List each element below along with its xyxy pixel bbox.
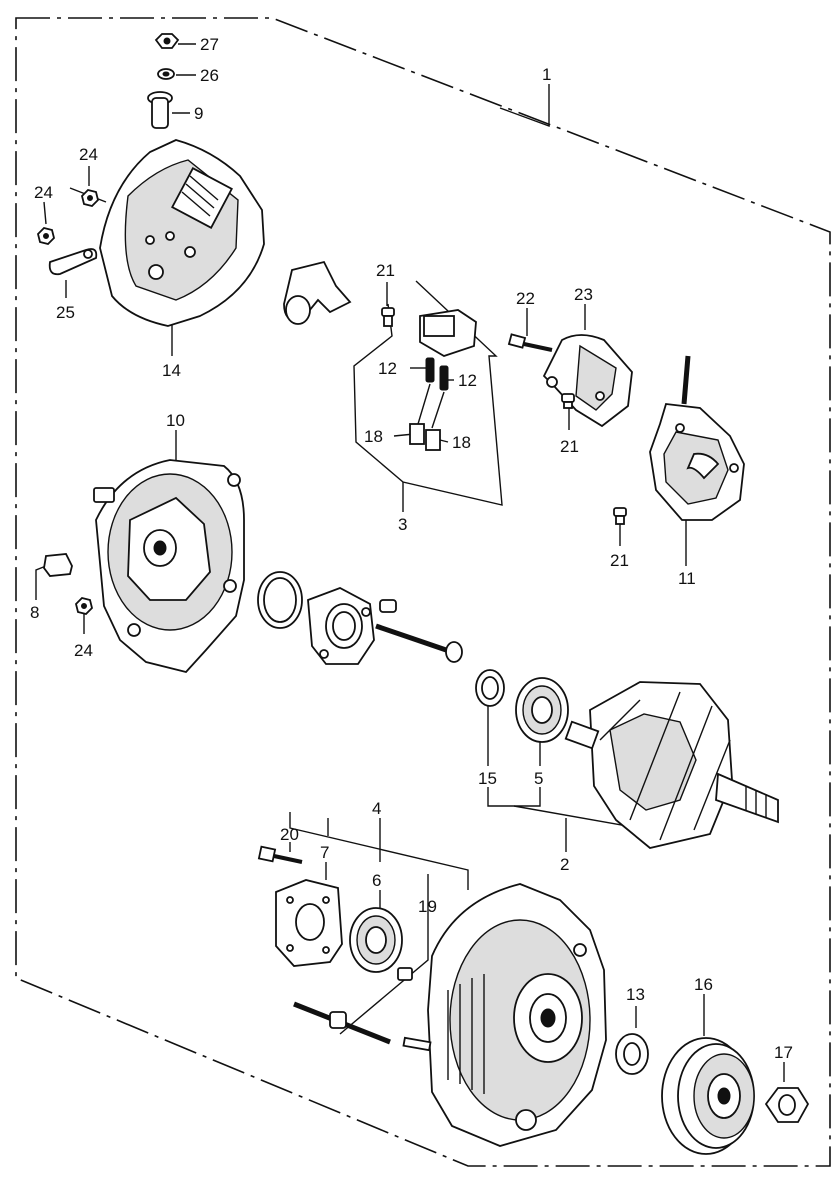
- rear-housing-10: [93, 459, 245, 674]
- nut-27: [154, 33, 180, 49]
- nut-24-top: [81, 189, 99, 207]
- seal-ring: [257, 571, 303, 629]
- assembly-boundary: [15, 17, 831, 1167]
- terminal-bolt-19: [293, 967, 413, 1045]
- label-8: 8: [30, 603, 39, 622]
- label-27: 27: [200, 35, 219, 54]
- bearing-5: [515, 677, 569, 743]
- front-housing: [402, 883, 607, 1147]
- label-12-b: 12: [458, 371, 477, 390]
- cap-8: [43, 553, 73, 577]
- label-24-c: 24: [74, 641, 93, 660]
- label-24-b: 24: [34, 183, 53, 202]
- label-25: 25: [56, 303, 75, 322]
- label-1: 1: [542, 65, 551, 84]
- label-16: 16: [694, 975, 713, 994]
- leader-lines: [35, 43, 785, 1082]
- label-24-a: 24: [79, 145, 98, 164]
- brush-holder-3: [409, 309, 477, 451]
- plate-7: [275, 879, 343, 967]
- washer-15: [475, 669, 505, 707]
- label-20: 20: [280, 825, 299, 844]
- label-12-a: 12: [378, 359, 397, 378]
- label-18-b: 18: [452, 433, 471, 452]
- label-9: 9: [194, 104, 203, 123]
- screw-21-mid: [561, 393, 575, 409]
- label-21-a: 21: [376, 261, 395, 280]
- brush-holder-cover: [283, 260, 352, 325]
- rear-cover-14: [99, 139, 265, 327]
- bearing-retainer: [307, 587, 375, 665]
- label-7: 7: [320, 843, 329, 862]
- insulator-9: [147, 91, 173, 129]
- spring-12-right: [439, 365, 449, 391]
- rotor: [564, 681, 779, 849]
- label-5: 5: [534, 769, 543, 788]
- label-18-a: 18: [364, 427, 383, 446]
- bearing-6: [349, 907, 403, 973]
- label-21-c: 21: [610, 551, 629, 570]
- callout-labels: 1 27 26 9 24 24 25 14 21 22 23 12 12 18 …: [30, 35, 793, 1062]
- screw-21-upper: [381, 307, 395, 327]
- rectifier-11: [649, 355, 745, 521]
- regulator-23: [542, 334, 633, 428]
- label-22: 22: [516, 289, 535, 308]
- label-21-b: 21: [560, 437, 579, 456]
- label-4: 4: [372, 799, 381, 818]
- nut-24-lower: [75, 597, 93, 615]
- label-19: 19: [418, 897, 437, 916]
- label-2: 2: [560, 855, 569, 874]
- label-6: 6: [372, 871, 381, 890]
- washer-26: [157, 68, 175, 80]
- label-10: 10: [166, 411, 185, 430]
- label-11: 11: [678, 569, 696, 588]
- through-bolt: [375, 599, 463, 663]
- label-3: 3: [398, 515, 407, 534]
- spacer-13: [615, 1033, 649, 1075]
- label-26: 26: [200, 66, 219, 85]
- nut-24-left: [37, 227, 55, 245]
- terminal-25: [48, 248, 98, 276]
- label-13: 13: [626, 985, 645, 1004]
- brush-18-left: [409, 383, 431, 445]
- spring-12-left: [425, 357, 435, 383]
- label-14: 14: [162, 361, 181, 380]
- bolt-20: [257, 845, 303, 864]
- label-17: 17: [774, 1043, 793, 1062]
- brush-18-right: [425, 391, 445, 451]
- nut-17: [764, 1087, 810, 1123]
- label-23: 23: [574, 285, 593, 304]
- pulley-16: [661, 1037, 755, 1155]
- bolt-22: [507, 333, 553, 352]
- screw-21-lower: [613, 507, 627, 525]
- label-15: 15: [478, 769, 497, 788]
